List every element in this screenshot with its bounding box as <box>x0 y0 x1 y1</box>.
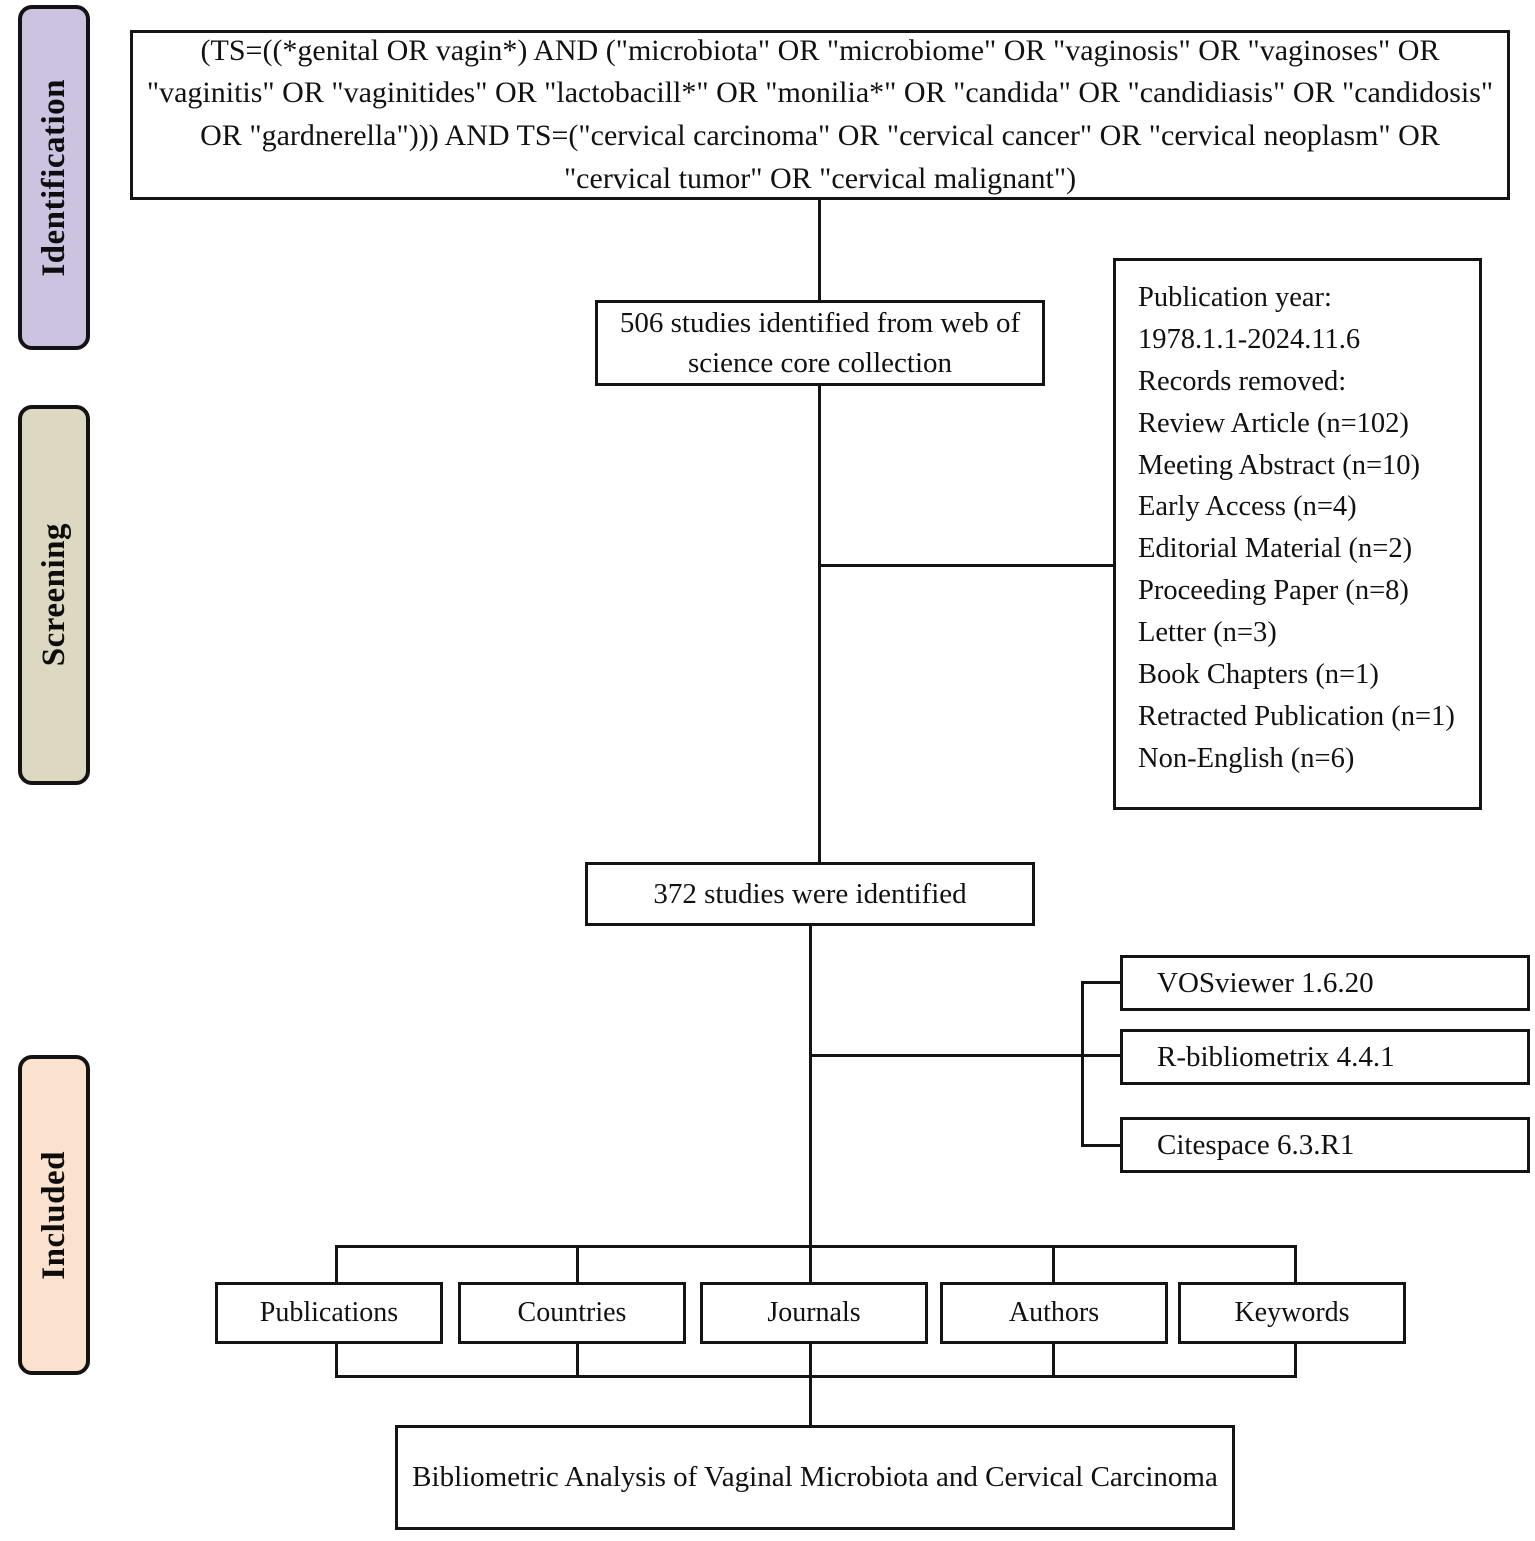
connector-rise-publications <box>335 1344 338 1378</box>
identified-records-box: 506 studies identified from web of scien… <box>595 300 1045 386</box>
records-removed-heading: Records removed: <box>1138 365 1347 397</box>
records-removed-list: Publication year: 1978.1.1-2024.11.6 Rec… <box>1138 277 1455 780</box>
publication-year-range: 1978.1.1-2024.11.6 <box>1138 323 1361 355</box>
removed-item: Retracted Publication (n=1) <box>1138 700 1455 732</box>
phase-label-identification: Identification <box>35 78 72 277</box>
connector-drop-journals <box>809 1245 812 1285</box>
connector-convergence-to-final <box>809 1375 812 1427</box>
connector-rise-countries <box>576 1344 579 1378</box>
phase-label-included: Included <box>35 1150 72 1280</box>
connector-to-tools <box>809 1054 1084 1057</box>
tool-label-bibliometrix: R-bibliometrix 4.4.1 <box>1157 1040 1395 1073</box>
publication-year-label: Publication year: <box>1138 282 1332 313</box>
category-label-keywords: Keywords <box>1234 1296 1350 1328</box>
connector-rise-authors <box>1052 1344 1055 1378</box>
connector-identified-trunk <box>818 386 821 863</box>
category-box-publications: Publications <box>215 1282 443 1344</box>
connector-tools-stub-bibliometrix <box>1081 1054 1123 1057</box>
connector-tools-bracket <box>1081 981 1084 1146</box>
tool-label-vosviewer: VOSviewer 1.6.20 <box>1157 966 1374 999</box>
phase-tab-screening: Screening <box>18 405 90 785</box>
connector-tools-stub-vosviewer <box>1081 981 1123 984</box>
removed-item: Proceeding Paper (n=8) <box>1138 575 1409 607</box>
search-query-text: (TS=((*genital OR vagin*) AND ("microbio… <box>146 33 1494 195</box>
connector-screened-trunk <box>809 926 812 1248</box>
connector-rise-journals <box>809 1344 812 1378</box>
screened-records-box: 372 studies were identified <box>585 862 1035 926</box>
category-label-publications: Publications <box>259 1296 399 1328</box>
final-output-text: Bibliometric Analysis of Vaginal Microbi… <box>412 1461 1218 1494</box>
connector-drop-countries <box>576 1245 579 1285</box>
connector-to-records-removed <box>818 564 1116 567</box>
connector-query-to-identified <box>818 200 821 301</box>
category-label-journals: Journals <box>767 1296 861 1328</box>
removed-item: Book Chapters (n=1) <box>1138 659 1379 691</box>
category-box-keywords: Keywords <box>1178 1282 1406 1344</box>
search-query-box: (TS=((*genital OR vagin*) AND ("microbio… <box>130 30 1510 200</box>
tool-box-citespace: Citespace 6.3.R1 <box>1120 1117 1530 1173</box>
tool-label-citespace: Citespace 6.3.R1 <box>1157 1128 1355 1161</box>
phase-label-screening: Screening <box>35 523 72 667</box>
removed-item: Non-English (n=6) <box>1138 742 1355 774</box>
removed-item: Early Access (n=4) <box>1138 491 1357 523</box>
records-removed-box: Publication year: 1978.1.1-2024.11.6 Rec… <box>1113 258 1482 810</box>
removed-item: Letter (n=3) <box>1138 617 1277 649</box>
category-label-authors: Authors <box>1008 1296 1100 1328</box>
category-box-countries: Countries <box>458 1282 686 1344</box>
connector-drop-authors <box>1052 1245 1055 1285</box>
tool-box-vosviewer: VOSviewer 1.6.20 <box>1120 955 1530 1011</box>
connector-tools-stub-citespace <box>1081 1144 1123 1147</box>
category-box-journals: Journals <box>700 1282 928 1344</box>
identified-records-text: 506 studies identified from web of scien… <box>619 306 1021 379</box>
category-box-authors: Authors <box>940 1282 1168 1344</box>
connector-drop-publications <box>335 1245 338 1285</box>
removed-item: Review Article (n=102) <box>1138 407 1409 439</box>
screened-records-text: 372 studies were identified <box>653 877 967 910</box>
connector-drop-keywords <box>1294 1245 1297 1285</box>
removed-item: Meeting Abstract (n=10) <box>1138 449 1421 481</box>
connector-category-distribution-bar <box>335 1245 1297 1248</box>
category-label-countries: Countries <box>517 1296 627 1328</box>
connector-category-convergence-bar <box>335 1375 1297 1378</box>
tool-box-bibliometrix: R-bibliometrix 4.4.1 <box>1120 1029 1530 1085</box>
phase-tab-included: Included <box>18 1055 90 1375</box>
final-output-box: Bibliometric Analysis of Vaginal Microbi… <box>395 1425 1235 1530</box>
connector-rise-keywords <box>1294 1344 1297 1378</box>
phase-tab-identification: Identification <box>18 5 90 350</box>
removed-item: Editorial Material (n=2) <box>1138 533 1413 565</box>
